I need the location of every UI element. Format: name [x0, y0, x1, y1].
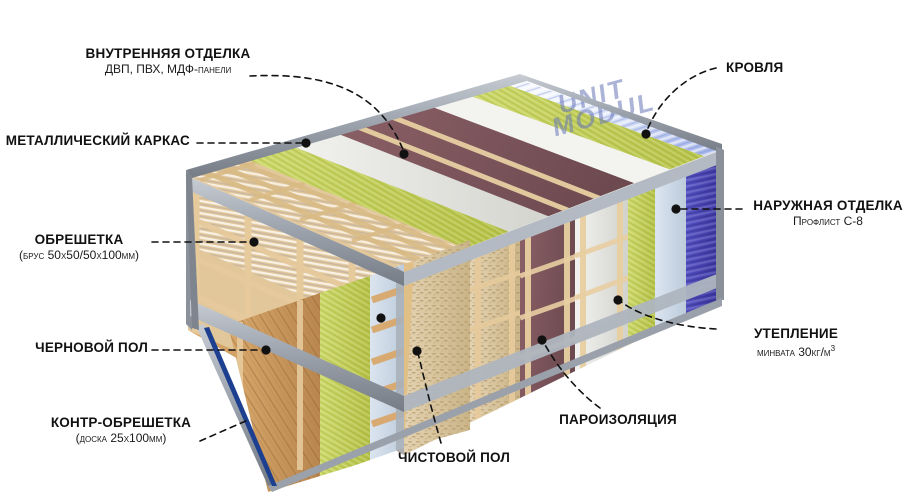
callout-counter-lathing-title: Контр-обрешетка: [50, 415, 192, 430]
callout-insulation-title: Утепление: [753, 326, 839, 341]
leader-finish-floor: [417, 352, 442, 444]
callout-vapor-barrier-title: Пароизоляция: [559, 412, 677, 427]
callout-interior-finish-subtitle: ДВП, ПВХ, МДФ-панели: [104, 62, 232, 76]
callout-subfloor-title: Черновой пол: [35, 340, 148, 355]
callout-interior-finish-title: Внутренняя отделка: [85, 46, 251, 61]
leader-endpoint-dots: [249, 129, 681, 356]
leader-roofing: [645, 67, 717, 134]
roof-cutaway-face: [188, 80, 720, 272]
callout-insulation-subtitle: минвата 30кг/м3: [716, 342, 876, 359]
leader-interior-finish: [249, 74, 405, 153]
leader-insulation: [619, 300, 717, 330]
steel-frame: [186, 74, 724, 492]
callout-metal-frame-title: Металлический каркас: [5, 133, 190, 148]
callout-exterior-finish-title: Наружная отделка: [753, 198, 903, 213]
callout-counter-lathing-subtitle: (доска 25х100мм): [75, 431, 167, 445]
callout-interior-finish: Внутренняя отделка ДВП, ПВХ, МДФ-панели: [78, 46, 258, 76]
callout-lathing-subtitle: (брус 50х50/50х100мм): [19, 248, 139, 262]
callout-metal-frame: Металлический каркас: [0, 133, 190, 148]
callout-lathing-title: Обрешетка: [34, 232, 124, 247]
leader-vapor-barrier: [542, 340, 601, 409]
callout-subfloor: Черновой пол: [0, 340, 148, 355]
callout-roofing: Кровля: [726, 60, 876, 75]
callout-exterior-finish-subtitle: Профлист С-8: [793, 214, 863, 228]
callout-lathing: Обрешетка (брус 50х50/50х100мм): [4, 232, 154, 262]
callout-insulation-superscript: 3: [830, 344, 836, 353]
callout-roofing-title: Кровля: [726, 60, 784, 75]
callout-insulation: Утепление минвата 30кг/м3: [716, 326, 876, 359]
callout-vapor-barrier: Пароизоляция: [548, 412, 688, 427]
callout-counter-lathing: Контр-обрешетка (доска 25х100мм): [38, 415, 204, 445]
callout-insulation-subtitle-text: минвата 30кг/м: [756, 345, 831, 359]
callout-exterior-finish: Наружная отделка Профлист С-8: [748, 198, 908, 228]
callout-finish-floor-title: Чистовой пол: [397, 450, 511, 465]
callout-finish-floor: Чистовой пол: [384, 450, 524, 465]
leader-counter-lathing: [199, 419, 249, 442]
